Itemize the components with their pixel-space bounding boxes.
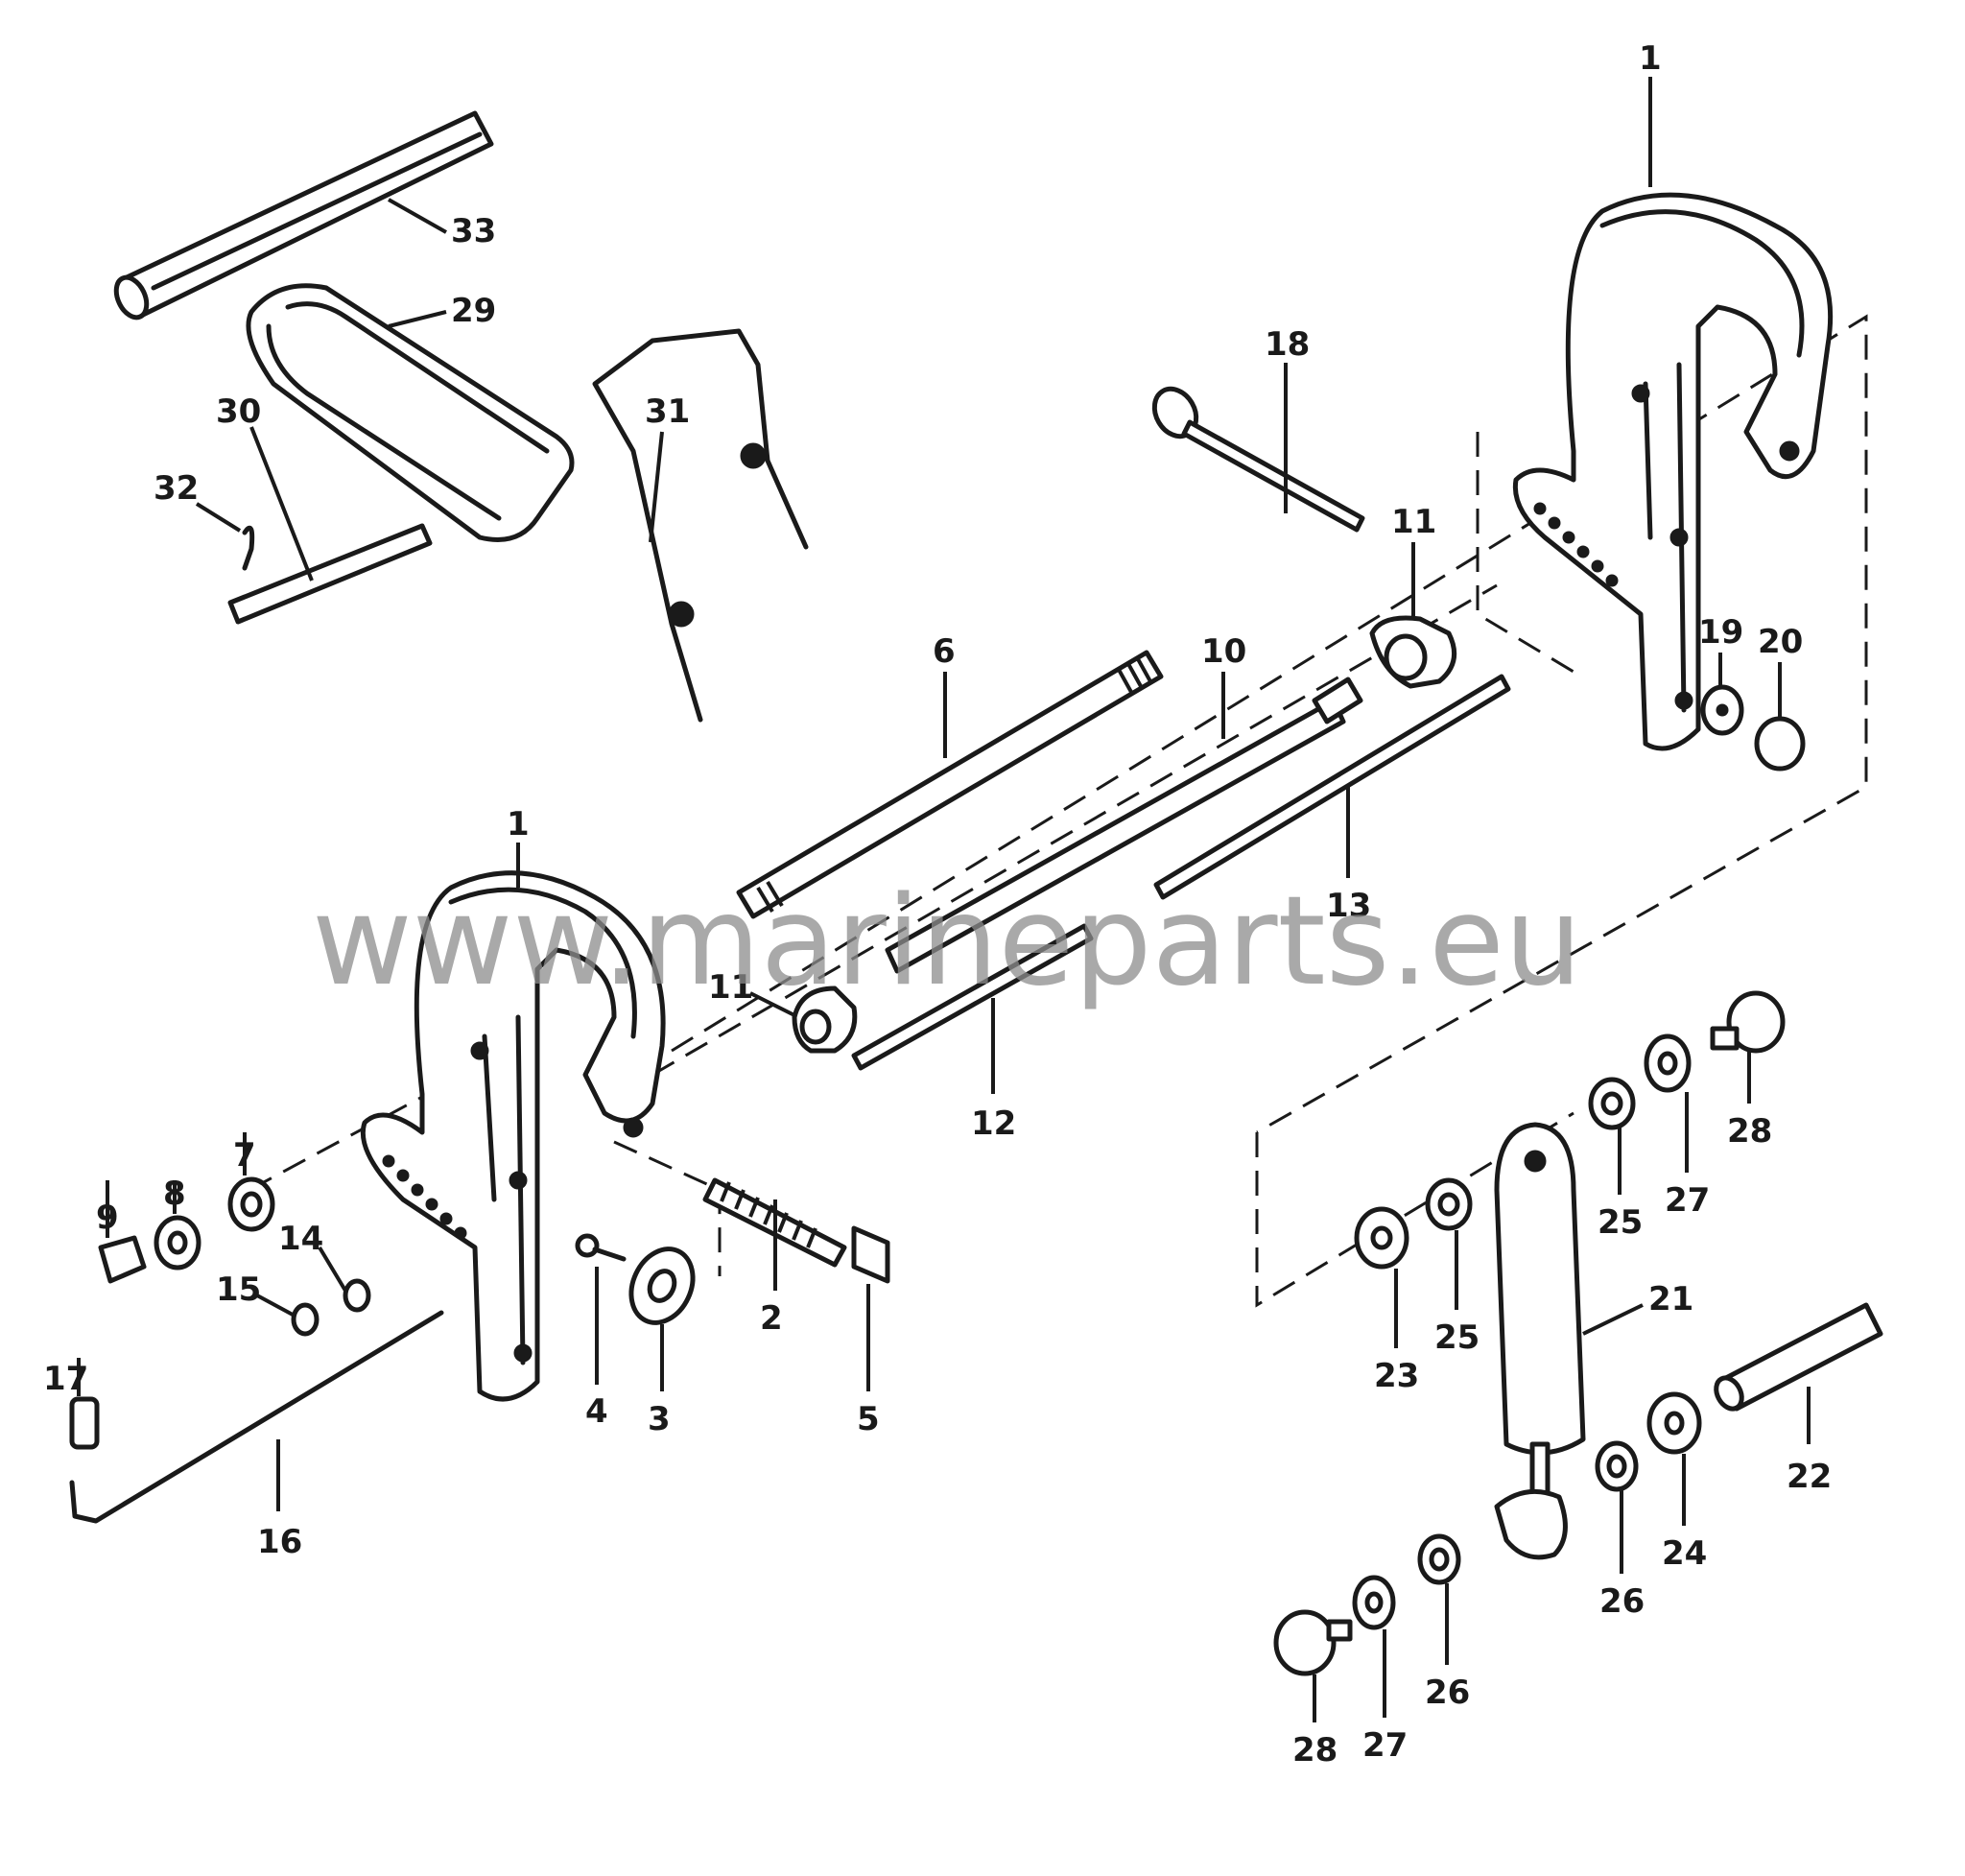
part-25-nut-upper bbox=[1588, 1077, 1636, 1130]
callout-25-lower: 25 bbox=[1434, 1318, 1480, 1357]
callout-15: 15 bbox=[216, 1270, 261, 1309]
part-20-cap-nut bbox=[1754, 716, 1806, 772]
part-13-rod bbox=[1153, 674, 1511, 900]
callout-12: 12 bbox=[971, 1104, 1016, 1143]
callout-6: 6 bbox=[933, 632, 956, 671]
callout-13: 13 bbox=[1326, 887, 1371, 925]
watermark-text: www.marineparts.eu bbox=[312, 870, 1582, 1013]
callout-27-lower: 27 bbox=[1362, 1726, 1408, 1765]
callout-23: 23 bbox=[1374, 1357, 1419, 1395]
callout-25-upper: 25 bbox=[1598, 1203, 1643, 1242]
leader-lines bbox=[77, 77, 1811, 1722]
callout-28-upper: 28 bbox=[1727, 1112, 1772, 1151]
part-12-rod bbox=[851, 923, 1094, 1071]
part-11-bushing-left bbox=[792, 985, 858, 1054]
callout-29: 29 bbox=[451, 292, 496, 330]
callout-8: 8 bbox=[163, 1175, 186, 1213]
callout-31: 31 bbox=[645, 392, 690, 431]
part-8-nut bbox=[154, 1215, 201, 1270]
part-24-washer bbox=[1646, 1391, 1702, 1455]
part-32-cotter-pin bbox=[242, 525, 255, 571]
part-26-nut-upper bbox=[1595, 1440, 1639, 1492]
callout-33: 33 bbox=[451, 212, 496, 250]
part-5-sleeve bbox=[851, 1225, 890, 1284]
callout-3: 3 bbox=[648, 1400, 671, 1438]
part-18-bolt bbox=[1151, 386, 1365, 533]
callout-2: 2 bbox=[760, 1299, 783, 1338]
part-21-cylinder bbox=[1494, 1122, 1586, 1560]
part-25-nut-lower bbox=[1425, 1177, 1473, 1231]
part-1-clamp-bracket-right bbox=[1512, 192, 1834, 751]
part-28-button-lower bbox=[1273, 1609, 1353, 1676]
part-4-screw bbox=[575, 1233, 627, 1262]
part-23-washer bbox=[1354, 1206, 1409, 1270]
callout-24: 24 bbox=[1662, 1534, 1707, 1573]
part-19-nut bbox=[1700, 684, 1744, 736]
part-22-tapered-pin bbox=[1714, 1302, 1883, 1412]
callout-30: 30 bbox=[216, 392, 261, 431]
part-26-nut-lower bbox=[1417, 1533, 1461, 1585]
part-31-spring bbox=[592, 328, 809, 723]
callout-1-left: 1 bbox=[507, 805, 530, 843]
callout-10: 10 bbox=[1201, 632, 1246, 671]
callout-17: 17 bbox=[43, 1360, 88, 1398]
part-11-bushing-right bbox=[1369, 615, 1457, 689]
part-28-button-upper bbox=[1710, 990, 1786, 1054]
callout-20: 20 bbox=[1758, 623, 1803, 661]
callout-26-lower: 26 bbox=[1425, 1674, 1470, 1712]
part-3-knob bbox=[628, 1247, 696, 1325]
callout-26-upper: 26 bbox=[1599, 1582, 1645, 1621]
callout-labels: 1 1 2 3 4 5 6 7 8 9 10 11 11 12 13 14 15… bbox=[43, 39, 1832, 1769]
callout-7: 7 bbox=[233, 1136, 256, 1175]
part-33-tube bbox=[113, 110, 494, 321]
callout-32: 32 bbox=[154, 469, 199, 508]
part-7-washer bbox=[227, 1176, 275, 1232]
part-17-sleeve bbox=[69, 1396, 100, 1450]
part-10-tube bbox=[885, 677, 1363, 974]
part-15-nut bbox=[291, 1302, 320, 1337]
callout-1-right: 1 bbox=[1639, 39, 1662, 78]
part-9-cap bbox=[98, 1235, 147, 1284]
callout-21: 21 bbox=[1648, 1280, 1693, 1318]
callout-11-right: 11 bbox=[1391, 503, 1436, 541]
part-27-washer-upper bbox=[1644, 1033, 1692, 1093]
callout-16: 16 bbox=[257, 1523, 302, 1561]
part-16-bent-rod bbox=[69, 1310, 444, 1524]
callout-28-lower: 28 bbox=[1292, 1731, 1338, 1769]
callout-11-left: 11 bbox=[708, 968, 753, 1007]
part-29-strap bbox=[246, 283, 575, 542]
part-30-pin bbox=[227, 523, 433, 625]
callout-5: 5 bbox=[857, 1400, 880, 1438]
callout-4: 4 bbox=[585, 1392, 608, 1431]
part-6-shaft bbox=[736, 650, 1164, 919]
part-27-washer-lower bbox=[1352, 1575, 1396, 1630]
callout-18: 18 bbox=[1265, 325, 1310, 364]
part-1-clamp-bracket-left bbox=[360, 870, 666, 1402]
callout-27-upper: 27 bbox=[1665, 1181, 1710, 1220]
part-14-washer bbox=[343, 1278, 371, 1313]
callout-9: 9 bbox=[96, 1199, 119, 1237]
callout-14: 14 bbox=[278, 1220, 323, 1258]
callout-22: 22 bbox=[1787, 1458, 1832, 1496]
callout-19: 19 bbox=[1698, 613, 1743, 652]
